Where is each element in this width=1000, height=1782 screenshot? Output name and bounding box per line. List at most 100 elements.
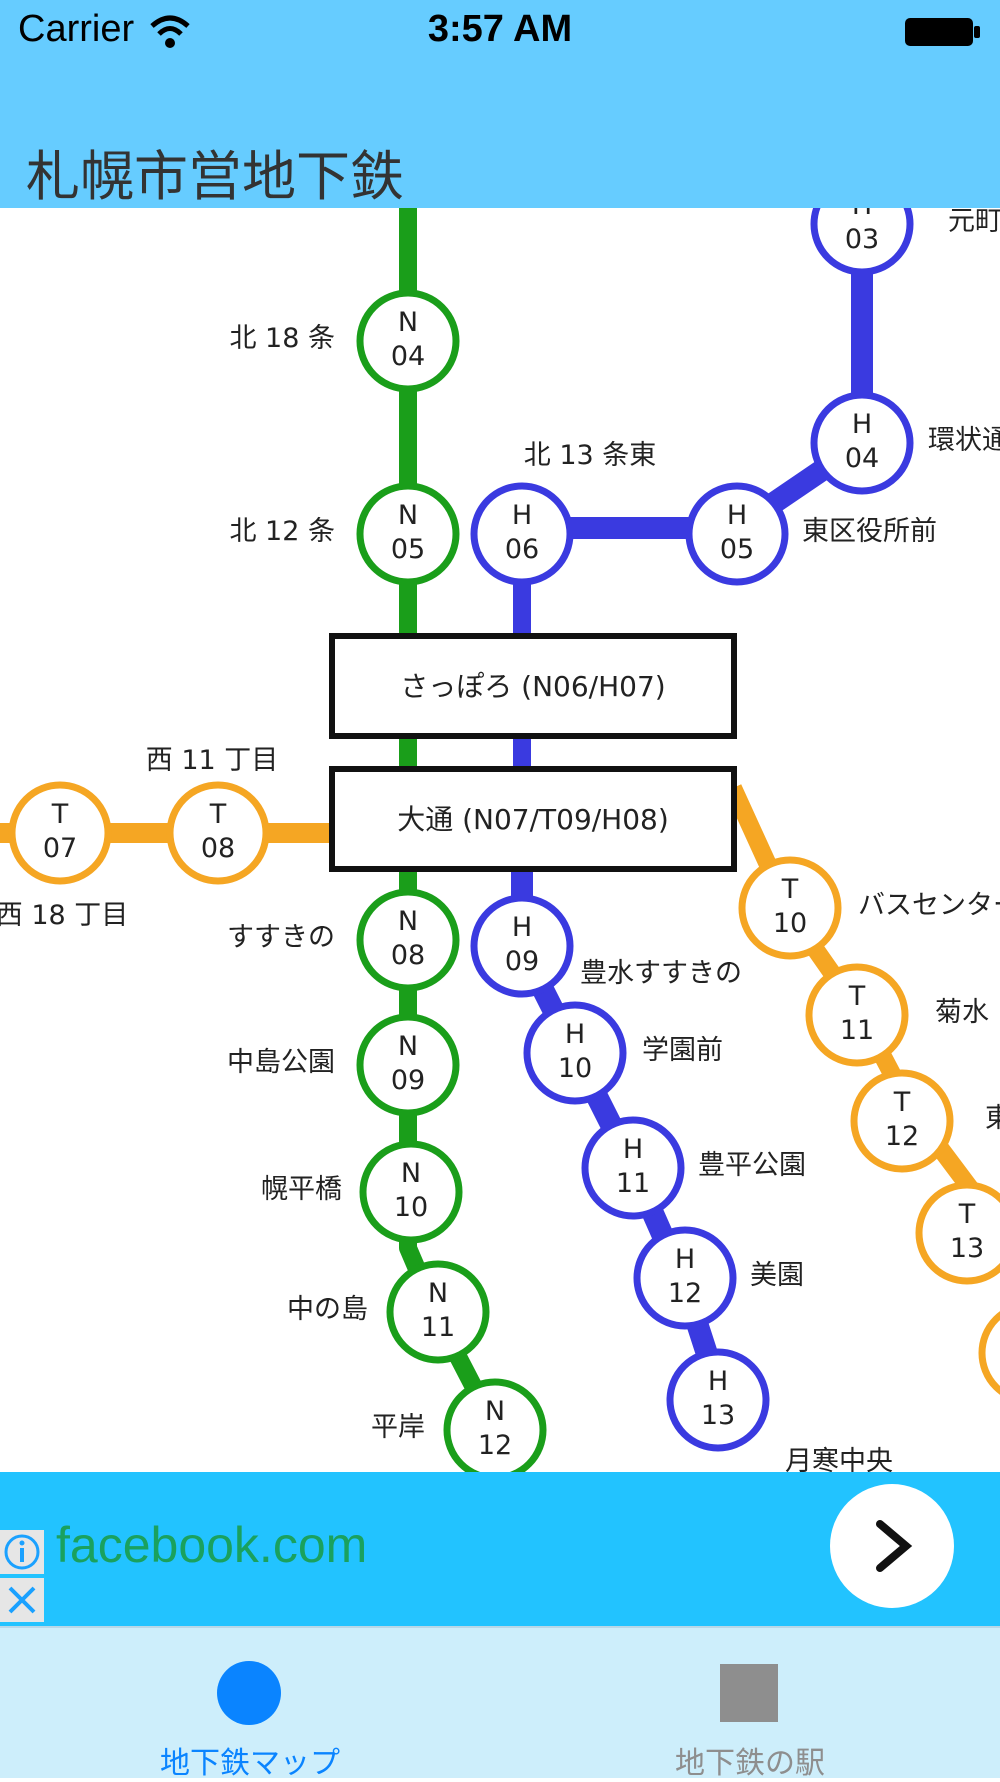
- info-icon[interactable]: [0, 1530, 44, 1574]
- station-number: 06: [505, 534, 539, 565]
- station-line-letter: T: [958, 1199, 976, 1230]
- station-name: 平岸: [371, 1412, 425, 1443]
- station-number: 12: [668, 1278, 702, 1309]
- station-number: 05: [391, 534, 425, 565]
- station-name: 豊平公園: [698, 1150, 806, 1181]
- station-marker: [850, 1069, 954, 1173]
- station-number: 10: [773, 908, 807, 939]
- station-name: 西 11 丁目: [146, 745, 279, 776]
- station-name: 豊水すすきの: [580, 958, 742, 989]
- station-number: 09: [505, 946, 539, 977]
- station-number: 10: [394, 1192, 428, 1223]
- station-name: 中島公園: [227, 1047, 335, 1078]
- transfer-station-label: さっぽろ (N06/H07): [400, 670, 665, 703]
- ad-banner[interactable]: facebook.com: [0, 1472, 1000, 1626]
- navigation-bar: 札幌市営地下鉄: [0, 64, 1000, 208]
- station-marker: [470, 482, 574, 586]
- station-name: 北 18 条: [229, 323, 335, 354]
- station-name: 環状通: [928, 425, 1000, 456]
- station-line-letter: N: [401, 1158, 421, 1189]
- tab-subway-map[interactable]: 地下鉄マップ: [0, 1628, 500, 1781]
- station-marker: [523, 1001, 627, 1105]
- station-number: 04: [845, 443, 879, 474]
- station-marker: [810, 208, 914, 276]
- station-number: 07: [43, 833, 77, 864]
- station-line-letter: H: [727, 500, 747, 531]
- station-name: すすきの: [227, 922, 335, 953]
- station-line-letter: H: [623, 1134, 643, 1165]
- station-line-letter: T: [893, 1087, 911, 1118]
- station-name: 中の島: [287, 1294, 368, 1325]
- station-line-letter: N: [398, 1031, 418, 1062]
- station-name: 北 12 条: [229, 516, 335, 547]
- status-bar: Carrier 3:57 AM: [0, 0, 1000, 64]
- transfer-station-box: [329, 633, 737, 739]
- transfer-station-box: [329, 766, 737, 872]
- station-name: 幌平橋: [261, 1174, 342, 1205]
- station-name: 学園前: [642, 1035, 723, 1066]
- station-number: 13: [701, 1400, 735, 1431]
- close-icon[interactable]: [0, 1578, 44, 1622]
- station-number: 10: [558, 1053, 592, 1084]
- station-name: 北 13 条東: [524, 440, 657, 471]
- station-marker: [356, 289, 460, 393]
- station-number: 08: [391, 940, 425, 971]
- station-line-letter: H: [512, 500, 532, 531]
- station-name: 東札幌: [985, 1103, 1000, 1134]
- page-title: 札幌市営地下鉄: [26, 145, 404, 208]
- station-name: 東区役所前: [802, 516, 937, 547]
- station-name: 西 18 丁目: [0, 900, 128, 931]
- station-marker: [633, 1226, 737, 1330]
- ad-text[interactable]: facebook.com: [56, 1517, 368, 1573]
- tab-bar: 地下鉄マップ 地下鉄の駅: [0, 1626, 1000, 1781]
- station-number: 12: [478, 1430, 512, 1461]
- station-line-letter: T: [781, 874, 799, 905]
- station-line-letter: H: [708, 1366, 728, 1397]
- station-marker: [738, 856, 842, 960]
- station-marker: [685, 482, 789, 586]
- station-number: 04: [391, 341, 425, 372]
- battery-icon: [905, 18, 980, 46]
- station-number: 05: [720, 534, 754, 565]
- station-line-letter: T: [209, 799, 227, 830]
- wifi-icon: [150, 15, 190, 48]
- station-number: 11: [840, 1015, 874, 1046]
- station-marker: [978, 1311, 1000, 1395]
- station-number: 11: [421, 1312, 455, 1343]
- station-name: 菊水: [935, 997, 989, 1028]
- station-marker: [356, 888, 460, 992]
- station-line-letter: T: [848, 981, 866, 1012]
- station-marker: [443, 1378, 547, 1472]
- station-line-letter: H: [852, 208, 872, 221]
- station-number: 03: [845, 224, 879, 255]
- station-marker: [386, 1260, 490, 1364]
- station-marker: [805, 963, 909, 1067]
- station-marker: [810, 391, 914, 495]
- tab-label: 地下鉄の駅: [675, 1746, 825, 1781]
- station-name: 月寒中央: [785, 1446, 893, 1472]
- station-marker: [915, 1181, 1000, 1285]
- station-line-letter: N: [398, 906, 418, 937]
- station-marker: [356, 1013, 460, 1117]
- station-marker: [359, 1140, 463, 1244]
- station-number: 09: [391, 1065, 425, 1096]
- carrier-label: Carrier: [18, 8, 135, 50]
- station-number: 08: [201, 833, 235, 864]
- tab-subway-stations[interactable]: 地下鉄の駅: [500, 1628, 1000, 1781]
- station-line-letter: T: [51, 799, 69, 830]
- station-marker: [666, 1348, 770, 1452]
- square-icon: [720, 1664, 778, 1722]
- circle-icon: [217, 1661, 281, 1725]
- station-line-letter: H: [565, 1019, 585, 1050]
- chevron-right-icon[interactable]: [830, 1484, 954, 1608]
- station-line-letter: H: [512, 912, 532, 943]
- station-marker: [166, 781, 270, 885]
- station-line-letter: N: [398, 307, 418, 338]
- status-time: 3:57 AM: [427, 8, 573, 50]
- station-number: 13: [950, 1233, 984, 1264]
- station-marker: [581, 1116, 685, 1220]
- station-line-letter: N: [398, 500, 418, 531]
- station-line-letter: N: [485, 1396, 505, 1427]
